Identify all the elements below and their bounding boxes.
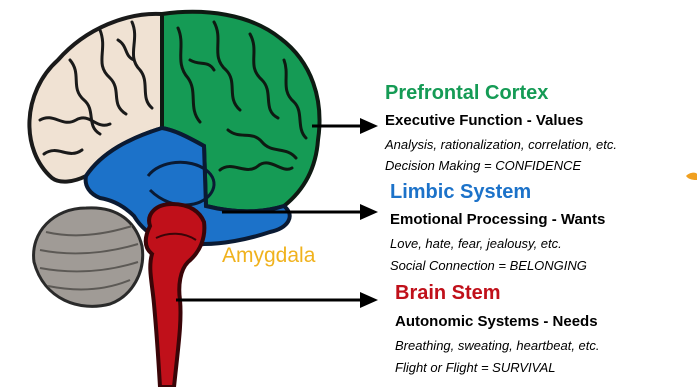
- limbic-line2: Social Connection = BELONGING: [390, 258, 587, 273]
- orange-mark: [686, 173, 697, 180]
- limbic-line1: Love, hate, fear, jealousy, etc.: [390, 236, 562, 251]
- arrow-brainstem-head: [360, 292, 378, 308]
- brainstem-line1: Breathing, sweating, heartbeat, etc.: [395, 338, 600, 353]
- prefrontal-title: Prefrontal Cortex: [385, 82, 548, 105]
- prefrontal-subtitle: Executive Function - Values: [385, 112, 583, 129]
- cerebellum: [34, 208, 143, 307]
- brain-stem-region: [146, 204, 205, 387]
- brainstem-line2: Flight or Flight = SURVIVAL: [395, 360, 556, 375]
- arrow-limbic-head: [360, 204, 378, 220]
- limbic-title: Limbic System: [390, 181, 531, 204]
- brainstem-subtitle: Autonomic Systems - Needs: [395, 313, 598, 330]
- brainstem-title: Brain Stem: [395, 282, 501, 305]
- arrow-prefrontal-head: [360, 118, 378, 134]
- prefrontal-line1: Analysis, rationalization, correlation, …: [385, 137, 617, 152]
- prefrontal-line2: Decision Making = CONFIDENCE: [385, 158, 581, 173]
- limbic-subtitle: Emotional Processing - Wants: [390, 211, 605, 228]
- amygdala-label: Amygdala: [222, 244, 315, 268]
